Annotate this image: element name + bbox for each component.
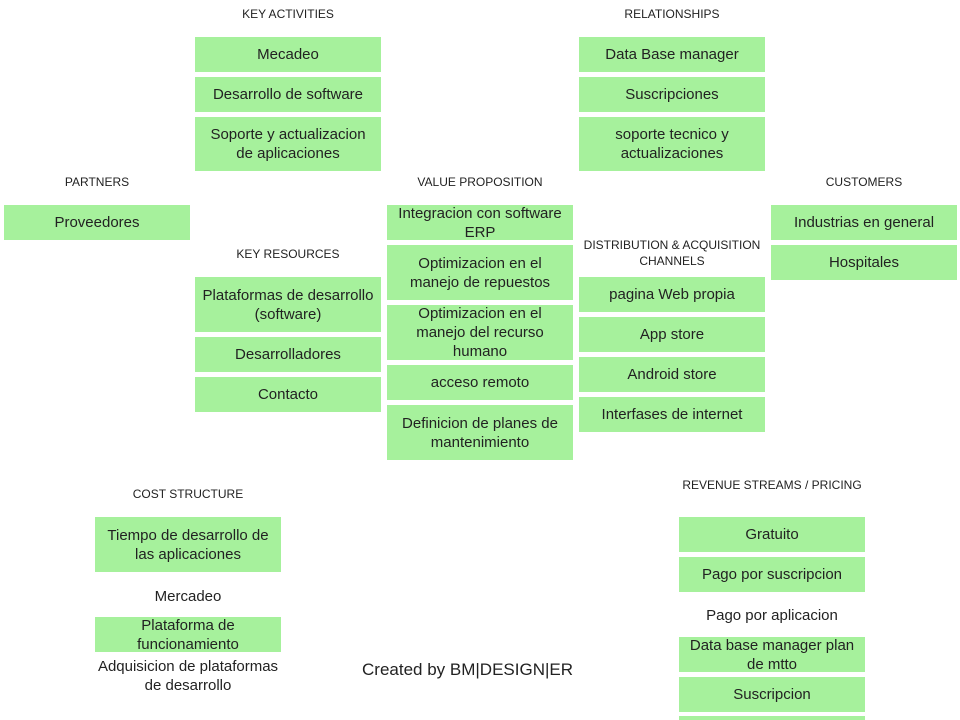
distribution-header: DISTRIBUTION & ACQUISITION CHANNELS: [583, 238, 761, 268]
revenue-box: Data base manager plan de mtto: [679, 637, 865, 673]
revenue-streams-header: REVENUE STREAMS / PRICING: [682, 478, 862, 492]
revenue-text: Pago por aplicacion: [706, 607, 838, 624]
value-proposition-box: Definicion de planes de mantenimiento: [387, 405, 573, 460]
customer-box: Industrias en general: [771, 205, 957, 240]
revenue-box: Gratuito: [679, 517, 865, 552]
key-activity-box: Soporte y actualizacion de aplicaciones: [195, 117, 381, 171]
cost-text: Adquisicion de plataformas de desarrollo: [97, 658, 279, 694]
distribution-box: Interfases de internet: [579, 397, 765, 432]
relationship-box: Data Base manager: [579, 37, 765, 72]
distribution-box: pagina Web propia: [579, 277, 765, 312]
distribution-box: Android store: [579, 357, 765, 392]
partners-header: PARTNERS: [64, 175, 130, 189]
revenue-box: [679, 716, 865, 720]
cost-box: Tiempo de desarrollo de las aplicaciones: [95, 517, 281, 572]
key-resource-box: Desarrolladores: [195, 337, 381, 372]
created-by-credit: Created by BM|DESIGN|ER: [362, 660, 574, 679]
key-activity-box: Desarrollo de software: [195, 77, 381, 112]
relationships-header: RELATIONSHIPS: [624, 7, 720, 21]
value-proposition-box: Optimizacion en el manejo de repuestos: [387, 245, 573, 300]
value-proposition-header: VALUE PROPOSITION: [417, 175, 543, 189]
value-proposition-box: acceso remoto: [387, 365, 573, 400]
value-proposition-box: Optimizacion en el manejo del recurso hu…: [387, 305, 573, 360]
key-resource-box: Contacto: [195, 377, 381, 412]
revenue-box: Pago por suscripcion: [679, 557, 865, 592]
revenue-box: Suscripcion: [679, 677, 865, 712]
key-activities-header: KEY ACTIVITIES: [242, 7, 334, 21]
cost-box: Plataforma de funcionamiento: [95, 617, 281, 653]
customers-header: CUSTOMERS: [825, 175, 903, 189]
value-proposition-box: Integracion con software ERP: [387, 205, 573, 241]
relationship-box: soporte tecnico y actualizaciones: [579, 117, 765, 171]
partner-box: Proveedores: [4, 205, 190, 240]
key-resources-header: KEY RESOURCES: [236, 247, 340, 261]
distribution-box: App store: [579, 317, 765, 352]
key-resource-box: Plataformas de desarrollo (software): [195, 277, 381, 332]
key-activity-box: Mecadeo: [195, 37, 381, 72]
relationship-box: Suscripciones: [579, 77, 765, 112]
cost-text: Mercadeo: [154, 588, 222, 605]
customer-box: Hospitales: [771, 245, 957, 280]
cost-structure-header: COST STRUCTURE: [132, 487, 244, 501]
